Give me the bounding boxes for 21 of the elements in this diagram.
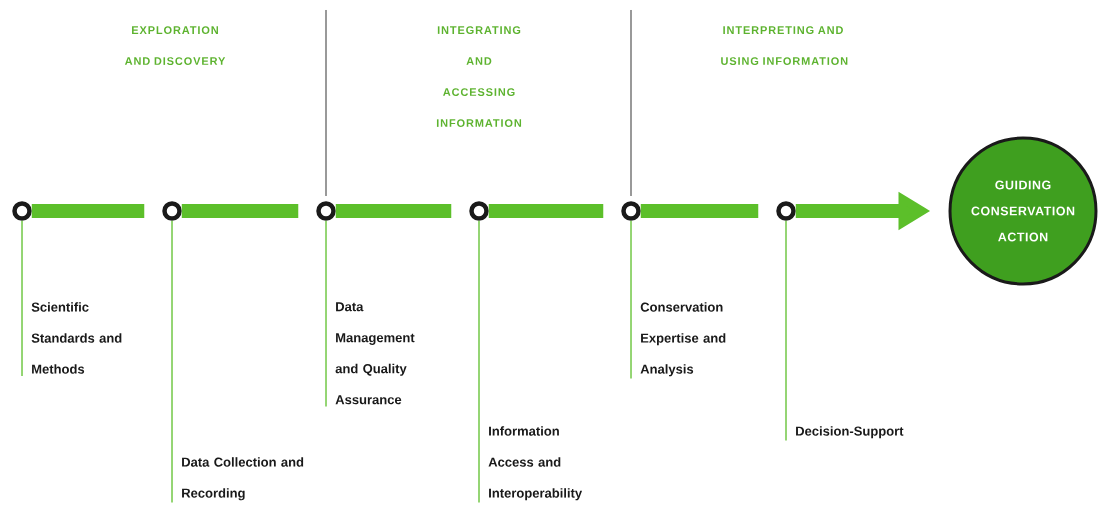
timeline-node (469, 201, 489, 221)
leader-line (785, 220, 787, 442)
leader-line (325, 220, 327, 408)
leader-line (478, 220, 480, 504)
phase-heading: INTERPRETING AND USING INFORMATION (721, 26, 848, 65)
step-label: Conservation Expertise and Analysis (640, 302, 726, 377)
timeline-node (776, 201, 796, 221)
step-label: Decision-Support (796, 426, 904, 439)
leader-line (21, 220, 23, 377)
step-label: Data Management and Quality Assurance (335, 302, 415, 405)
phase-heading: EXPLORATION AND DISCOVERY (124, 26, 226, 65)
step-label: Scientific Standards and Methods (31, 302, 122, 374)
timeline-node (162, 201, 182, 221)
leader-line (630, 220, 632, 380)
phase-heading: INTEGRATING AND ACCESSING INFORMATION (436, 26, 522, 127)
timeline-node (12, 201, 32, 221)
timeline-node (316, 201, 336, 221)
step-label: Data Collection and Recording (182, 457, 304, 501)
leader-line (171, 220, 173, 504)
step-label: Information Access and Interoperability (488, 426, 583, 501)
timeline-node (621, 201, 641, 221)
